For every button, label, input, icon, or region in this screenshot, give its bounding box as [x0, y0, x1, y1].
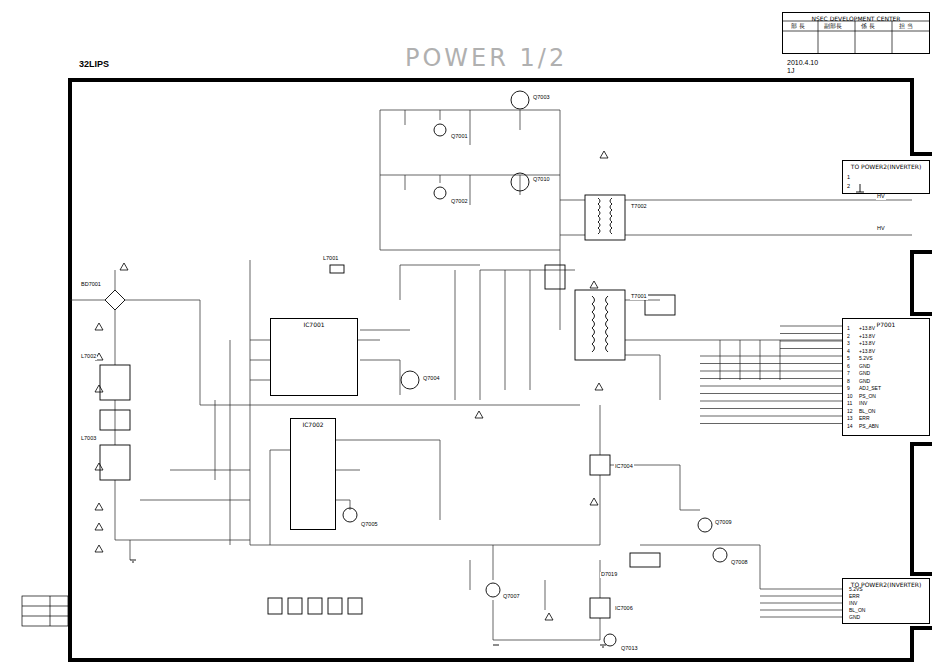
title-text: 係 長 [860, 23, 876, 29]
pin-label: GND [858, 364, 871, 369]
pin-label: HV [876, 226, 886, 232]
title-text: 部 長 [790, 23, 806, 29]
title-text: 2010.4.10 [786, 59, 819, 66]
part-ref: Q7001 [450, 134, 469, 140]
part-ref: L7002 [80, 354, 97, 360]
part-ref: T7002 [630, 204, 648, 210]
pin-label: +13.8V [858, 326, 876, 331]
part-ref: L7003 [80, 436, 97, 442]
components [100, 91, 864, 647]
part-ref: Q7004 [422, 376, 441, 382]
part-ref: Q7003 [532, 95, 551, 101]
pin-label: 1 [846, 175, 851, 181]
pin-label: INV [848, 601, 858, 606]
pin-label: 14 [846, 424, 854, 429]
warning-marks [95, 151, 608, 620]
pin-label: 8 [846, 379, 851, 384]
part-ref: BD7001 [80, 282, 102, 288]
pin-label: ERR [858, 416, 871, 421]
pin-label: GND [858, 379, 871, 384]
title-block: NSEC DEVELOPMENT CENTER [782, 12, 930, 54]
pin-label: GND [858, 371, 871, 376]
node-label: P7001 [843, 319, 929, 330]
title-text: 1J [786, 67, 795, 74]
page-title: POWER 1/2 [405, 44, 567, 72]
pin-label: 1 [846, 326, 851, 331]
pin-label: PS_ABN [858, 424, 880, 429]
ic-box: IC7002 [290, 418, 336, 530]
pin-label: PS_ON [858, 394, 877, 399]
pin-label: INV [858, 401, 868, 406]
pin-label: ERR [848, 594, 861, 599]
pin-label: BL_ON [858, 409, 876, 414]
part-ref: Q7007 [502, 594, 521, 600]
part-ref: IC7006 [614, 606, 634, 612]
part-ref: L7001 [322, 256, 339, 262]
part-ref: Q7008 [730, 560, 749, 566]
part-ref: Q7009 [714, 520, 733, 526]
pin-label: 13 [846, 416, 854, 421]
wires [70, 110, 912, 640]
part-ref: Q7002 [450, 199, 469, 205]
ic-box: IC7001 [270, 318, 358, 396]
pin-label: 5.2VS [858, 356, 874, 361]
pin-label: 12 [846, 409, 854, 414]
part-ref: Q7005 [360, 522, 379, 528]
connector-table: P7001 [842, 318, 930, 436]
part-ref: Q7013 [620, 646, 639, 652]
pin-label: +13.8V [858, 334, 876, 339]
pin-label: 11 [846, 401, 853, 406]
pin-label: 3 [846, 341, 851, 346]
part-ref: T7001 [630, 294, 648, 300]
pin-label: 4 [846, 349, 851, 354]
pin-label: 9 [846, 386, 851, 391]
title-block-grid [22, 21, 930, 626]
title-text: 副部長 [823, 23, 843, 29]
node-label: IC7002 [291, 419, 335, 430]
part-ref: IC7004 [614, 464, 634, 470]
title-text: 担 当 [898, 23, 914, 29]
pin-label: 2 [846, 184, 851, 190]
part-ref: D7019 [600, 572, 618, 578]
pin-label: 10 [846, 394, 854, 399]
pin-label: 5 [846, 356, 851, 361]
pin-label: 6 [846, 364, 851, 369]
pin-label: 2 [846, 334, 851, 339]
pin-label: +13.8V [858, 341, 876, 346]
title-text: 32LIPS [78, 60, 110, 69]
pin-label: GND [848, 615, 861, 620]
pin-label: HV [876, 194, 886, 200]
pin-label: ADJ_SET [858, 386, 882, 391]
pin-label: +13.8V [858, 349, 876, 354]
node-label: TO POWER2(INVERTER) [843, 161, 929, 172]
frame [68, 78, 932, 662]
pin-label: BL_ON [848, 608, 866, 613]
part-ref: Q7010 [532, 177, 551, 183]
pin-label: 5.2VS [848, 587, 864, 592]
connector-table: TO POWER2(INVERTER) [842, 160, 930, 194]
node-label: IC7001 [271, 319, 357, 330]
pin-label: 7 [846, 371, 851, 376]
